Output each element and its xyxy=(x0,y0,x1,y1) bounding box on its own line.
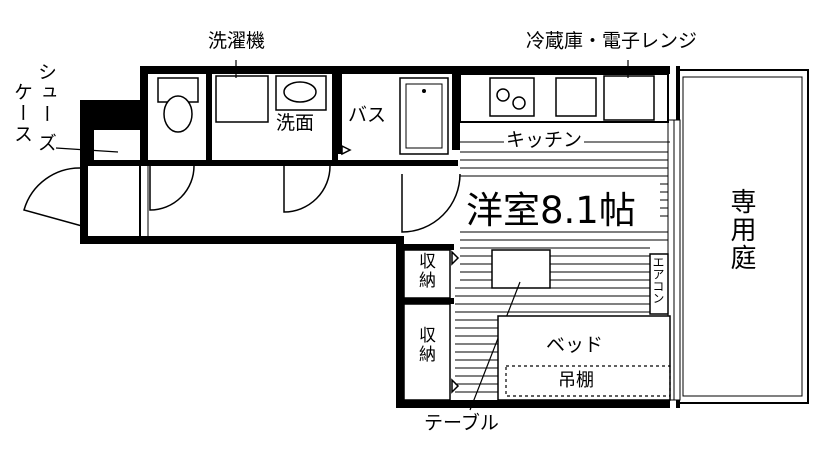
private-garden-label: 専用庭 xyxy=(726,188,756,272)
fridge-microwave-label: 冷蔵庫・電子レンジ xyxy=(526,30,698,52)
washing-machine xyxy=(215,75,269,123)
shoe-case-label-1: シュー xyxy=(35,62,57,125)
shoe-case-label-3: ケース xyxy=(11,82,33,145)
loft-shelf-label: 吊棚 xyxy=(558,370,594,391)
room-label: 洋室8.1帖 xyxy=(466,189,636,232)
table-label: テーブル xyxy=(424,412,499,434)
storage-label-2: 収納 xyxy=(415,326,435,364)
table xyxy=(491,249,551,289)
washing-machine-label: 洗濯機 xyxy=(208,30,266,52)
air-con-label: エアコン xyxy=(651,256,665,304)
bath-label: バス xyxy=(348,104,387,126)
kitchen-label: キッチン xyxy=(504,129,585,151)
washroom-label: 洗面 xyxy=(276,112,315,134)
bed xyxy=(497,315,671,401)
storage-2 xyxy=(403,303,451,401)
loft-shelf xyxy=(505,365,671,397)
bed-label: ベッド xyxy=(546,334,604,356)
doors xyxy=(23,144,461,395)
air-conditioner xyxy=(649,253,669,315)
private-garden-area xyxy=(675,69,809,404)
shoe-case-label-2: ズ xyxy=(35,133,57,154)
storage-label-1: 収納 xyxy=(415,252,435,290)
